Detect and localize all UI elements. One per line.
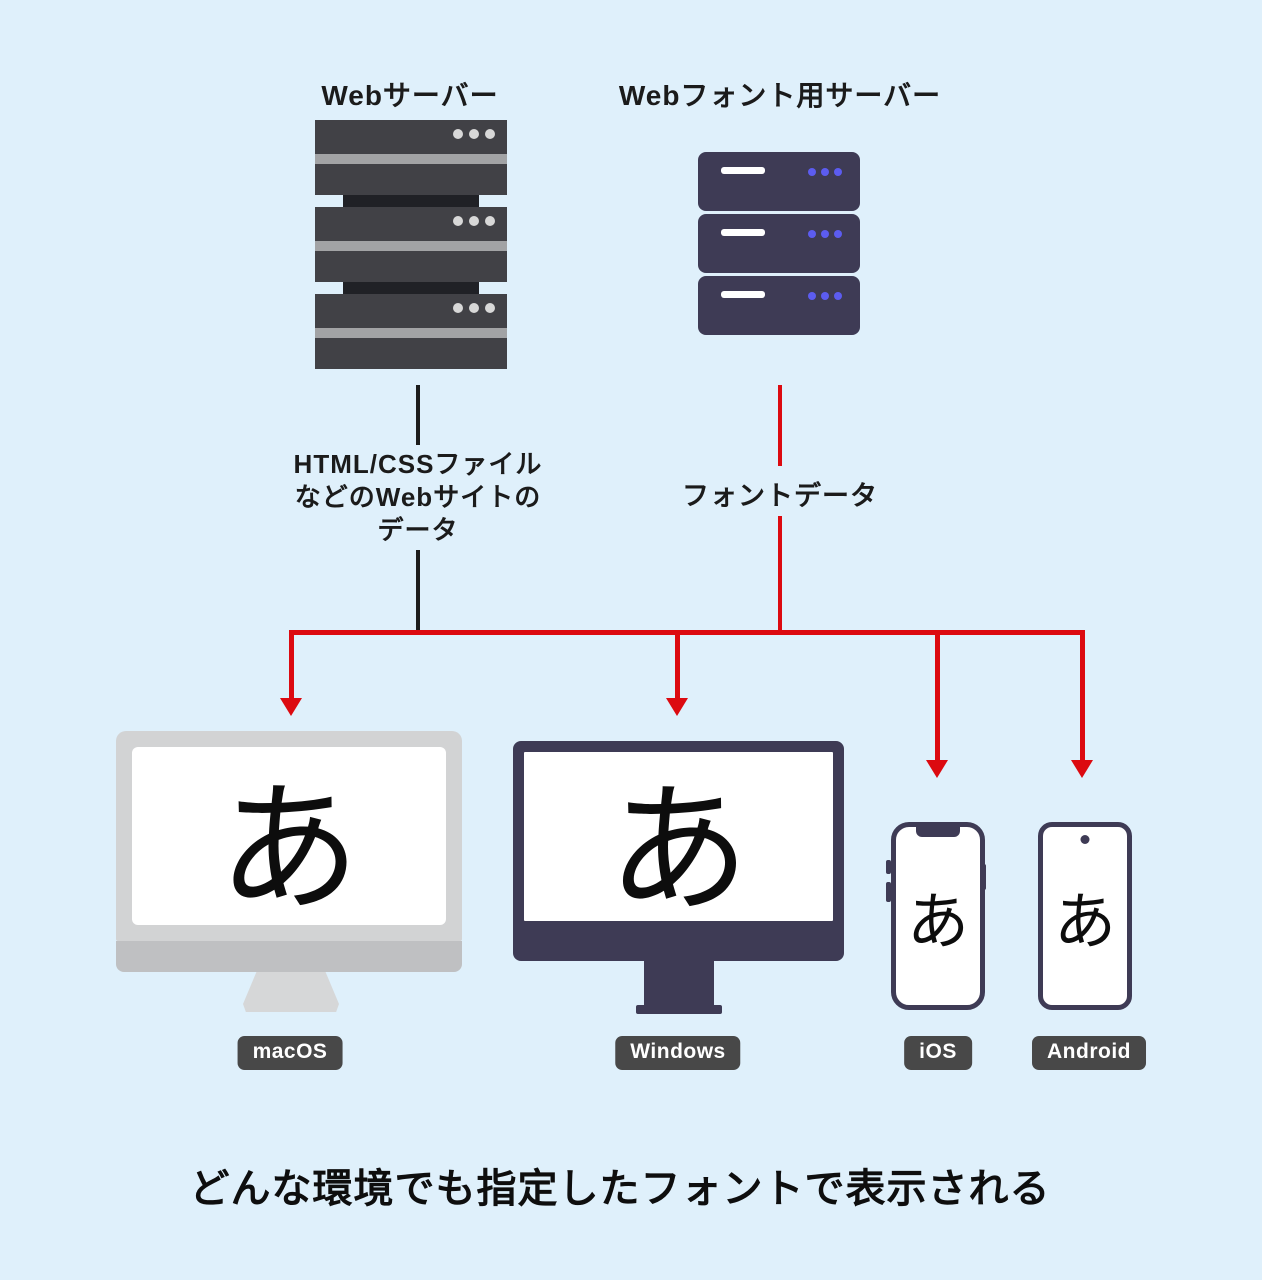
arrowhead-icon — [280, 698, 302, 716]
server-leds — [808, 168, 842, 176]
led-icon — [834, 292, 842, 300]
server-unit — [698, 276, 860, 335]
website-data-label-line3: データ — [377, 515, 459, 545]
arrow-to-ios — [935, 630, 940, 762]
arrowhead-icon — [926, 760, 948, 778]
arrow-to-windows — [675, 630, 680, 700]
led-icon — [808, 168, 816, 176]
server-unit — [315, 207, 507, 282]
led-icon — [485, 303, 495, 313]
server-leds — [453, 303, 495, 313]
led-icon — [485, 129, 495, 139]
web-server-label: Webサーバー — [321, 80, 499, 111]
font-server-icon — [698, 152, 860, 335]
font-data-label: フォントデータ — [682, 481, 878, 511]
android-phone-icon: あ — [1038, 822, 1132, 1010]
led-icon — [453, 129, 463, 139]
led-icon — [453, 216, 463, 226]
server-slot — [721, 167, 765, 174]
ios-badge: iOS — [904, 1036, 972, 1070]
led-icon — [834, 230, 842, 238]
server-leds — [453, 216, 495, 226]
font-data-line — [778, 516, 782, 634]
iphone-notch — [916, 827, 960, 837]
arrow-to-android — [1080, 630, 1085, 762]
website-data-label-line1: HTML/CSSファイル — [293, 449, 543, 479]
windows-badge: Windows — [615, 1036, 741, 1070]
imac-chin — [116, 941, 462, 972]
android-camera-dot — [1080, 835, 1090, 844]
font-server-label: Webフォント用サーバー — [618, 80, 942, 111]
server-unit — [698, 214, 860, 273]
arrow-to-macos — [289, 630, 294, 700]
windows-screen: あ — [524, 752, 833, 933]
website-data-line — [416, 385, 420, 445]
android-badge: Android — [1032, 1036, 1146, 1070]
android-glyph: あ — [1053, 885, 1116, 958]
website-data-label: HTML/CSSファイル などのWebサイトの データ — [250, 448, 586, 547]
iphone-volume-button — [886, 860, 891, 874]
server-connector — [343, 195, 479, 207]
ios-glyph: あ — [906, 885, 969, 958]
imac-screen: あ — [132, 747, 446, 932]
windows-monitor-foot — [636, 1005, 722, 1014]
server-slot — [721, 291, 765, 298]
distribution-line — [289, 630, 1085, 635]
led-icon — [485, 216, 495, 226]
server-unit — [698, 152, 860, 211]
server-unit — [315, 294, 507, 369]
font-data-line — [778, 385, 782, 466]
macos-badge: macOS — [237, 1036, 343, 1070]
website-data-label-line2: などのWebサイトの — [294, 482, 542, 512]
led-icon — [821, 168, 829, 176]
server-stripe — [315, 241, 507, 251]
led-icon — [808, 230, 816, 238]
server-leds — [808, 292, 842, 300]
led-icon — [469, 129, 479, 139]
imac-stand — [243, 972, 339, 1012]
diagram-caption: どんな環境でも指定したフォントで表示される — [189, 1167, 1051, 1211]
web-server-icon — [315, 120, 507, 369]
server-stripe — [315, 154, 507, 164]
server-connector — [343, 282, 479, 294]
server-stripe — [315, 328, 507, 338]
server-unit — [315, 120, 507, 195]
server-slot — [721, 229, 765, 236]
arrowhead-icon — [666, 698, 688, 716]
led-icon — [453, 303, 463, 313]
imac-glyph: あ — [218, 767, 360, 932]
led-icon — [808, 292, 816, 300]
led-icon — [821, 230, 829, 238]
server-leds — [453, 129, 495, 139]
arrowhead-icon — [1071, 760, 1093, 778]
iphone-volume-button — [886, 882, 891, 902]
led-icon — [821, 292, 829, 300]
windows-glyph: あ — [607, 767, 750, 933]
website-data-line — [416, 550, 420, 632]
windows-monitor-neck — [644, 961, 714, 1007]
server-leds — [808, 230, 842, 238]
led-icon — [834, 168, 842, 176]
iphone-icon: あ — [891, 822, 985, 1010]
led-icon — [469, 216, 479, 226]
led-icon — [469, 303, 479, 313]
